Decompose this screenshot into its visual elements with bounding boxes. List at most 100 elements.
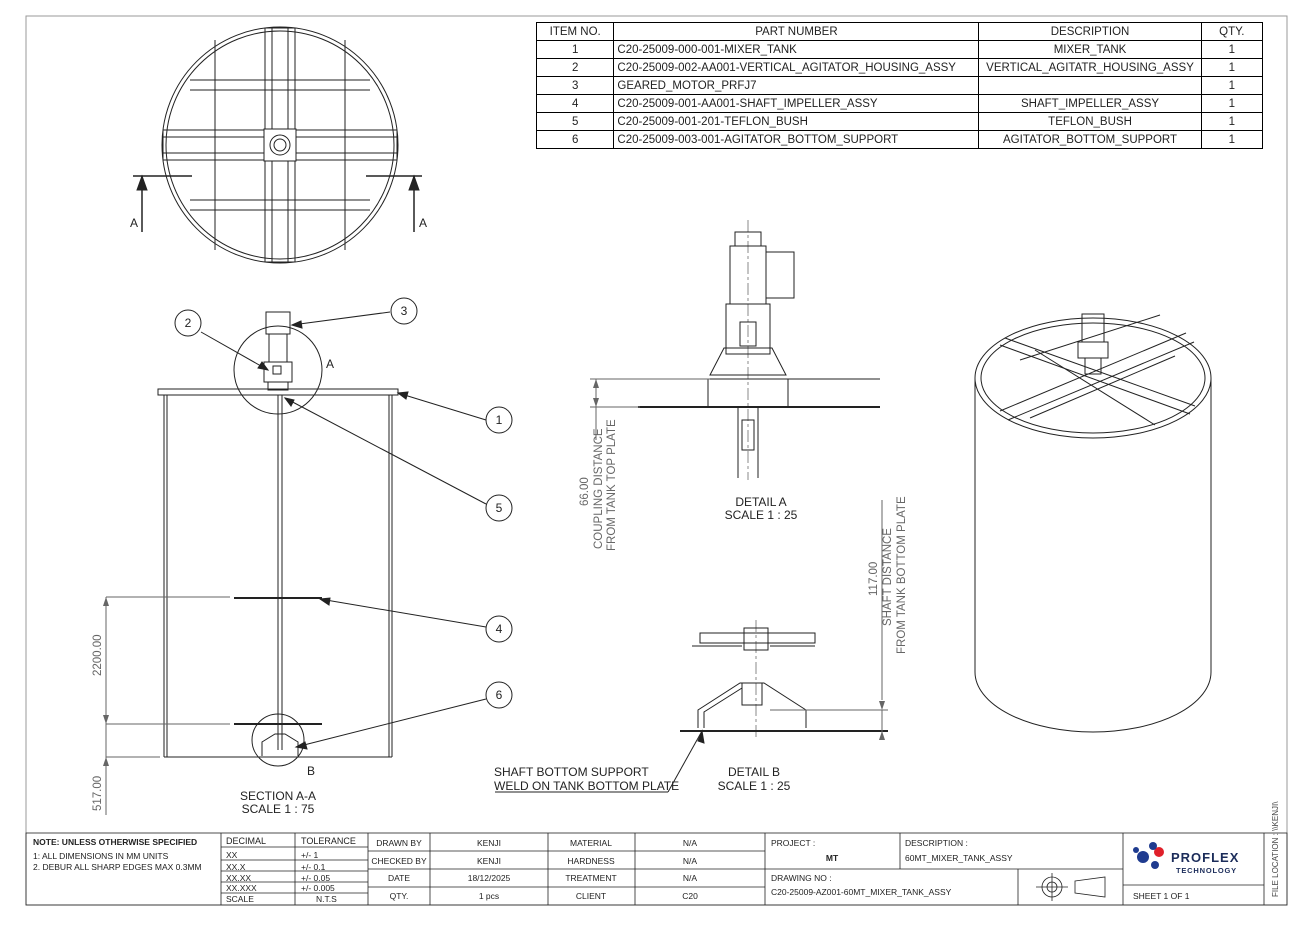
treatment-value: N/A <box>682 873 698 883</box>
project-value: MT <box>825 853 839 863</box>
note-title: NOTE: UNLESS OTHERWISE SPECIFIED <box>33 837 198 847</box>
tol-decimal: XX <box>226 850 238 860</box>
hardness-value: N/A <box>682 856 698 866</box>
bom-item: 5 <box>535 112 615 131</box>
balloon-2: 2 <box>184 316 192 330</box>
bom-desc <box>978 76 1202 95</box>
detail-b-view <box>495 500 888 793</box>
dim-bottom-clearance: 517.00 <box>92 775 104 811</box>
bom-part: C20-25009-002-AA001-VERTICAL_AGITATOR_HO… <box>613 58 980 77</box>
bom-qty: 1 <box>1200 94 1264 113</box>
qty-value: 1 pcs <box>478 891 500 901</box>
bom-header-row: ITEM NO. PART NUMBER DESCRIPTION QTY. <box>535 22 1264 41</box>
bom-header-qty: QTY. <box>1200 22 1264 41</box>
section-title: SECTION A-A <box>239 789 317 803</box>
isometric-view <box>974 313 1212 733</box>
checked-by-label: CHECKED BY <box>371 856 427 866</box>
description-value: 60MT_MIXER_TANK_ASSY <box>905 853 1013 863</box>
bom-item: 2 <box>535 58 615 77</box>
logo-name: PROFLEX <box>1171 850 1240 865</box>
bom-header-item: ITEM NO. <box>535 22 615 41</box>
project-label: PROJECT : <box>771 838 816 848</box>
bom-qty: 1 <box>1200 40 1264 59</box>
dim-impeller-spacing: 2200.00 <box>92 634 104 676</box>
bom-item: 3 <box>535 76 615 95</box>
balloon-6: 6 <box>495 688 503 702</box>
material-value: N/A <box>682 838 698 848</box>
bom-item: 6 <box>535 130 615 149</box>
client-label: CLIENT <box>575 891 607 901</box>
bom-part: C20-25009-001-201-TEFLON_BUSH <box>613 112 980 131</box>
bom-header-part: PART NUMBER <box>613 22 980 41</box>
detail-b-title: DETAIL B <box>727 765 781 779</box>
date-label: DATE <box>387 873 411 883</box>
section-view <box>103 311 399 815</box>
bom-header-desc: DESCRIPTION <box>978 22 1202 41</box>
bom-qty: 1 <box>1200 112 1264 131</box>
drawn-by-label: DRAWN BY <box>376 838 422 848</box>
balloon-3: 3 <box>400 304 408 318</box>
tol-decimal: XX.XXX <box>226 883 257 893</box>
drawing-no-value: C20-25009-AZ001-60MT_MIXER_TANK_ASSY <box>771 887 952 897</box>
dim-shaft-label-1: SHAFT DISTANCE <box>882 528 894 626</box>
top-view <box>133 26 422 264</box>
bom-qty: 1 <box>1200 58 1264 77</box>
bom-part: C20-25009-000-001-MIXER_TANK <box>613 40 980 59</box>
weld-note-line-2: WELD ON TANK BOTTOM PLATE <box>494 779 680 793</box>
bom-item: 1 <box>535 40 615 59</box>
tolerance-header: TOLERANCE <box>301 836 356 846</box>
date-value: 18/12/2025 <box>467 873 511 883</box>
note-2: 2. DEBUR ALL SHARP EDGES MAX 0.3MM <box>33 862 202 872</box>
detail-a-title: DETAIL A <box>735 495 787 509</box>
balloon-4: 4 <box>495 622 503 636</box>
logo-subtitle: TECHNOLOGY <box>1176 866 1237 875</box>
dim-coupling-label-2: FROM TANK TOP PLATE <box>606 419 618 551</box>
tol-value: +/- 1 <box>301 850 319 860</box>
bom-item: 4 <box>535 94 615 113</box>
bom-part: C20-25009-001-AA001-SHAFT_IMPELLER_ASSY <box>613 94 980 113</box>
detail-b-tag: B <box>307 764 316 778</box>
note-1: 1: ALL DIMENSIONS IN MM UNITS <box>33 851 169 861</box>
logo-mark <box>1133 842 1164 869</box>
detail-a-tag: A <box>326 357 335 371</box>
detail-a-scale: SCALE 1 : 25 <box>724 508 798 522</box>
qty-label: QTY. <box>389 891 409 901</box>
section-arrow-label-right: A <box>419 216 428 230</box>
tol-value: +/- 0.1 <box>301 862 326 872</box>
bom-desc: SHAFT_IMPELLER_ASSY <box>978 94 1202 113</box>
detail-a-view <box>590 220 880 480</box>
file-location: FILE LOCATION : \\KENJI\ <box>1271 801 1280 897</box>
hardness-label: HARDNESS <box>567 856 615 866</box>
balloon-5: 5 <box>495 501 503 515</box>
dim-coupling-value: 66.00 <box>579 477 591 506</box>
material-label: MATERIAL <box>570 838 612 848</box>
scale-value: N.T.S <box>316 894 337 904</box>
bom-qty: 1 <box>1200 76 1264 95</box>
weld-note-line-1: SHAFT BOTTOM SUPPORT <box>494 765 649 779</box>
dim-coupling-label-1: COUPLING DISTANCE <box>593 428 605 549</box>
bom-qty: 1 <box>1200 130 1264 149</box>
bom-desc: TEFLON_BUSH <box>978 112 1202 131</box>
client-value: C20 <box>682 891 698 901</box>
checked-by-value: KENJI <box>476 856 502 866</box>
description-label: DESCRIPTION : <box>905 838 968 848</box>
dim-shaft-value: 117.00 <box>868 561 880 596</box>
treatment-label: TREATMENT <box>565 873 617 883</box>
scale-label: SCALE <box>226 894 254 904</box>
balloon-leaders <box>174 297 513 750</box>
dim-shaft-label-2: FROM TANK BOTTOM PLATE <box>896 496 908 654</box>
section-arrow-label-left: A <box>130 216 139 230</box>
tol-decimal: XX.XX <box>226 873 252 883</box>
sheet-number: SHEET 1 OF 1 <box>1133 891 1190 901</box>
balloon-1: 1 <box>495 413 503 427</box>
bom-part: GEARED_MOTOR_PRFJ7 <box>613 76 980 95</box>
bom-desc: MIXER_TANK <box>978 40 1202 59</box>
